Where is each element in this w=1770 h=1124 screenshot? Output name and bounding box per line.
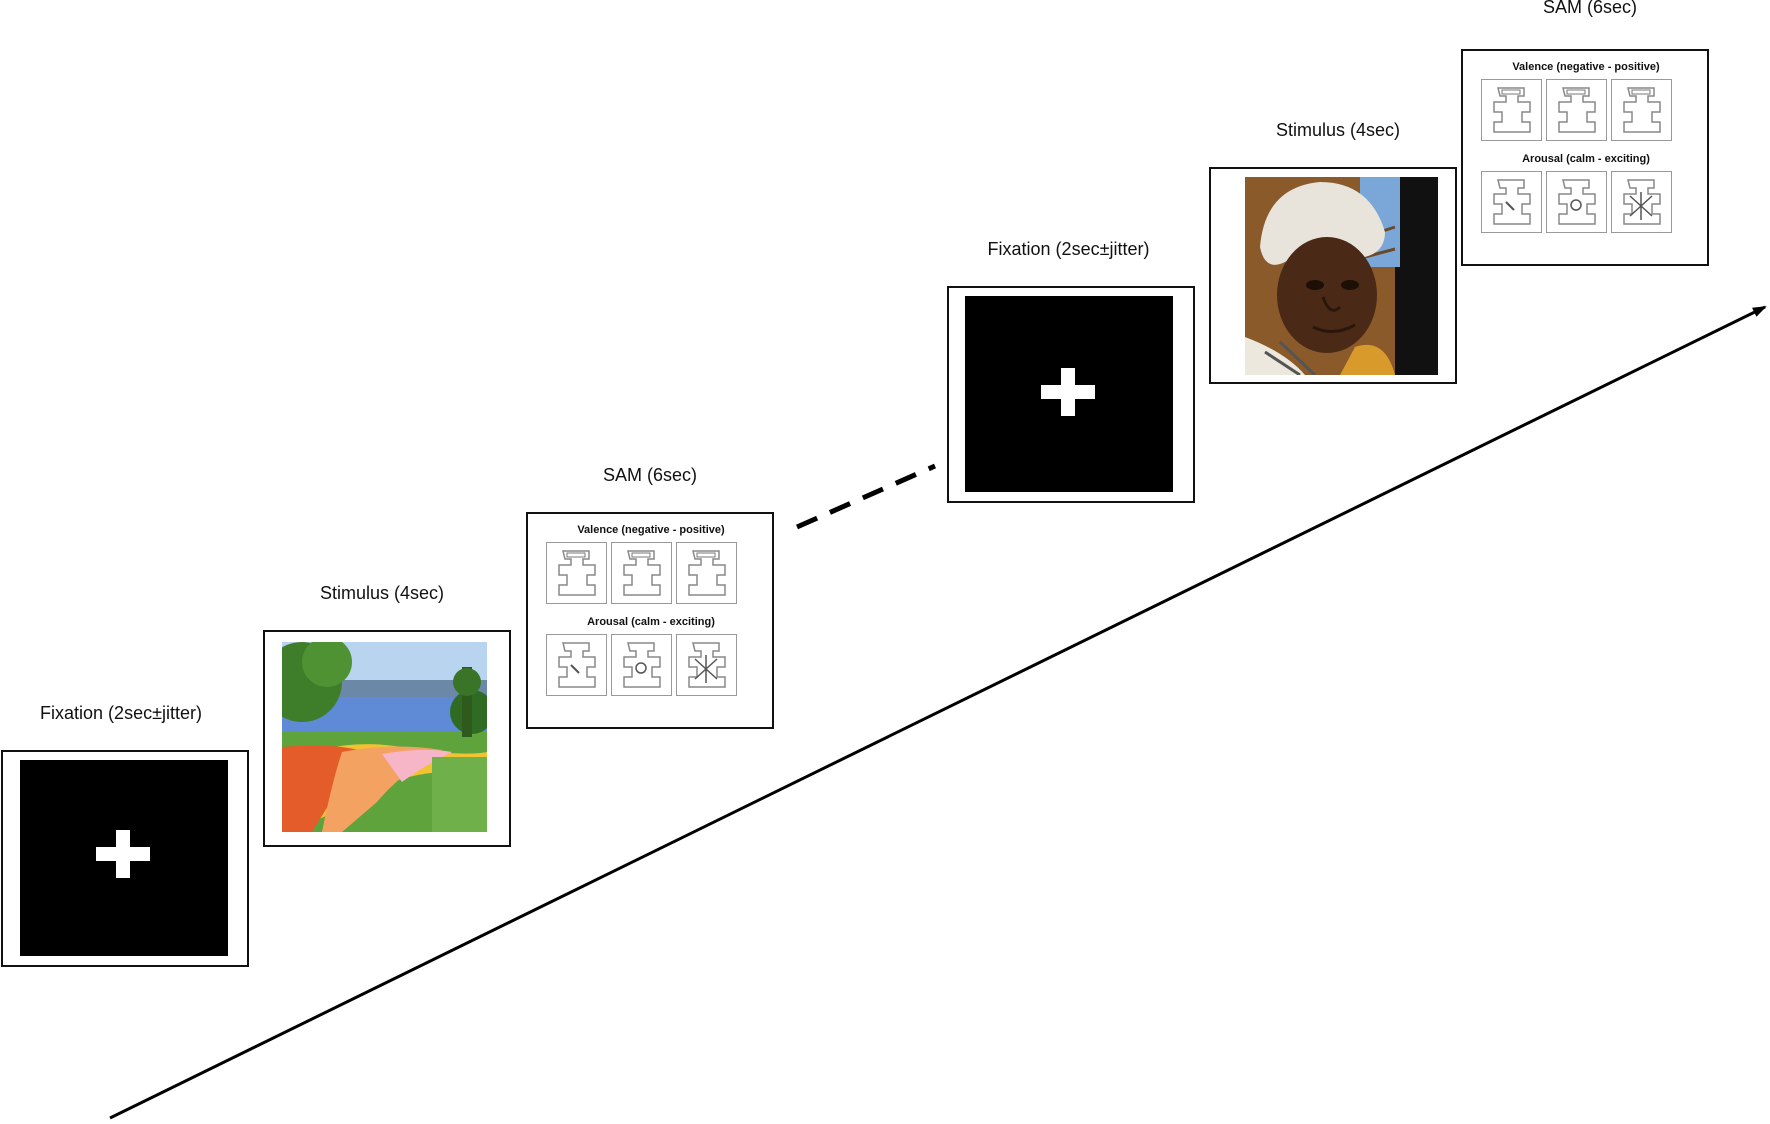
timeline-continuation-dashes <box>795 463 937 530</box>
step-label: Fixation (2sec±jitter) <box>987 239 1150 259</box>
screen-frame <box>263 630 511 847</box>
step-label: Stimulus (4sec) <box>1275 120 1401 140</box>
elderly-woman-portrait-photo <box>1245 177 1438 375</box>
screen-frame <box>947 286 1195 503</box>
screen-frame <box>1209 167 1457 384</box>
step-fixation-1: Fixation (2sec±jitter) <box>0 700 250 970</box>
screen-frame: Valence (negative - positive) Arousal (c… <box>526 512 774 729</box>
step-stimulus-1: Stimulus (4sec) <box>262 580 512 850</box>
sam-rating-panel: Valence (negative - positive) Arousal (c… <box>546 522 756 717</box>
screen-frame: Valence (negative - positive) Arousal (c… <box>1461 49 1709 266</box>
screen-frame <box>1 750 249 967</box>
sam-rating-panel: Valence (negative - positive) Arousal (c… <box>1481 59 1691 254</box>
step-sam-2: SAM (6sec) Valence (negative - positive)… <box>1460 0 1710 266</box>
sam-manikin-icon <box>676 634 737 696</box>
step-label: Fixation (2sec±jitter) <box>40 703 202 723</box>
timeline-arrow <box>109 305 1767 1120</box>
sam-manikin-icon <box>546 634 607 696</box>
step-label: SAM (6sec) <box>602 465 698 485</box>
step-sam-1: SAM (6sec) Valence (negative - positive)… <box>525 462 775 732</box>
sam-manikin-icon <box>1546 79 1607 141</box>
step-label: Stimulus (4sec) <box>319 583 445 603</box>
sam-manikin-icon <box>1546 171 1607 233</box>
sam-manikin-icon <box>676 542 737 604</box>
sam-manikin-icon <box>1611 79 1672 141</box>
arousal-label: Arousal (calm - exciting) <box>587 616 715 628</box>
sam-manikin-icon <box>1481 79 1542 141</box>
step-fixation-2: Fixation (2sec±jitter) <box>946 236 1196 506</box>
sam-manikin-icon <box>611 634 672 696</box>
valence-label: Valence (negative - positive) <box>577 524 725 536</box>
sam-manikin-icon <box>611 542 672 604</box>
flower-garden-lake-photo <box>282 642 487 832</box>
fixation-screen <box>965 296 1173 492</box>
sam-manikin-icon <box>546 542 607 604</box>
arousal-label: Arousal (calm - exciting) <box>1522 153 1650 165</box>
plus-icon <box>1041 368 1095 416</box>
fixation-screen <box>20 760 228 956</box>
sam-manikin-icon <box>1481 171 1542 233</box>
step-stimulus-2: Stimulus (4sec) <box>1208 117 1458 387</box>
sam-manikin-icon <box>1611 171 1672 233</box>
plus-icon <box>96 830 150 878</box>
step-label: SAM (6sec) <box>1542 0 1638 17</box>
valence-label: Valence (negative - positive) <box>1512 61 1660 73</box>
